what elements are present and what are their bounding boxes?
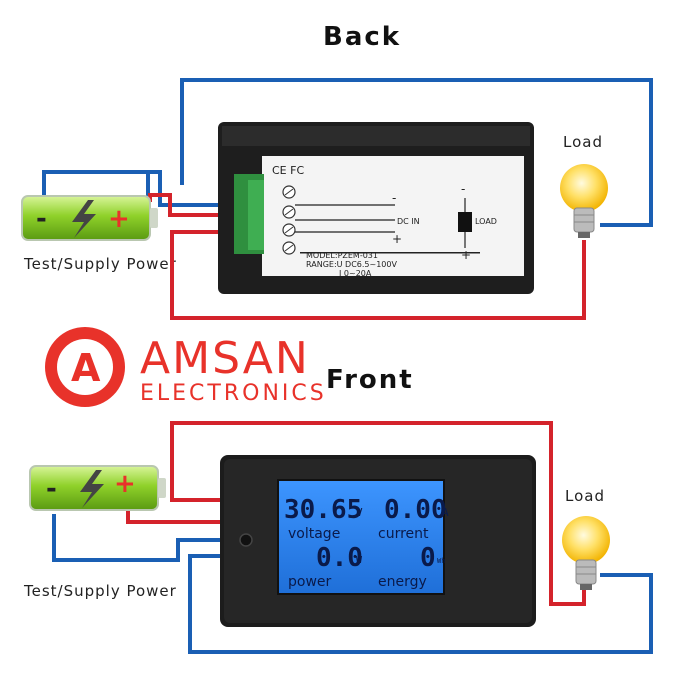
sticker-load-minus: - — [461, 182, 465, 196]
front-battery-minus: - — [46, 474, 57, 504]
logo-subtitle: ELECTRONICS — [140, 381, 327, 406]
sticker-marks: CE FC — [272, 164, 304, 177]
lcd-voltage-label: voltage — [288, 526, 340, 542]
front-blue-wires — [52, 514, 653, 654]
back-supply-label: Test/Supply Power — [24, 255, 177, 273]
front-bulb-icon — [562, 516, 610, 590]
lcd-power-label: power — [288, 574, 332, 590]
back-heading: Back — [323, 22, 402, 52]
lcd-energy-value: 0 — [420, 543, 436, 573]
back-red-wires — [148, 193, 586, 320]
lcd-energy-unit: Wh — [437, 557, 445, 565]
logo-emblem-letter: A — [71, 346, 101, 390]
back-meter — [218, 122, 534, 294]
back-battery-plus: + — [108, 204, 130, 234]
logo-brand: AMSAN — [140, 333, 310, 384]
lcd-voltage-unit: V — [356, 506, 363, 519]
front-meter — [220, 455, 536, 627]
lcd-display: 30.65 V 0.00 A voltage current 0.0 W 0 W… — [284, 495, 449, 590]
brand-logo — [45, 327, 125, 407]
back-blue-wires — [42, 78, 653, 227]
back-bulb-icon — [560, 164, 608, 238]
front-heading: Front — [326, 365, 414, 395]
lcd-power-value: 0.0 — [316, 543, 363, 573]
front-battery — [29, 465, 166, 511]
back-load-label: Load — [563, 133, 603, 151]
sticker-load-plus: + — [461, 248, 471, 262]
sticker-plus: + — [392, 232, 402, 246]
front-supply-label: Test/Supply Power — [24, 582, 177, 600]
back-battery — [21, 195, 158, 241]
lcd-voltage-value: 30.65 — [284, 495, 362, 525]
lcd-power-unit: W — [356, 555, 363, 566]
lcd-current-label: current — [378, 526, 429, 542]
lcd-current-unit: A — [442, 506, 449, 519]
lcd-current-value: 0.00 — [384, 495, 447, 525]
back-battery-minus: - — [36, 204, 47, 234]
sticker-model: MODEL:PZEM-031 — [306, 251, 378, 260]
lcd-energy-label: energy — [378, 574, 427, 590]
front-battery-plus: + — [114, 469, 136, 499]
sticker-range-i: I 0~20A — [339, 269, 372, 278]
sticker-load: LOAD — [475, 217, 497, 226]
sticker-dc-in: DC IN — [397, 217, 420, 226]
sticker-range-u: RANGE:U DC6.5~100V — [306, 260, 397, 269]
sticker-minus: - — [392, 191, 396, 205]
front-load-label: Load — [565, 487, 605, 505]
